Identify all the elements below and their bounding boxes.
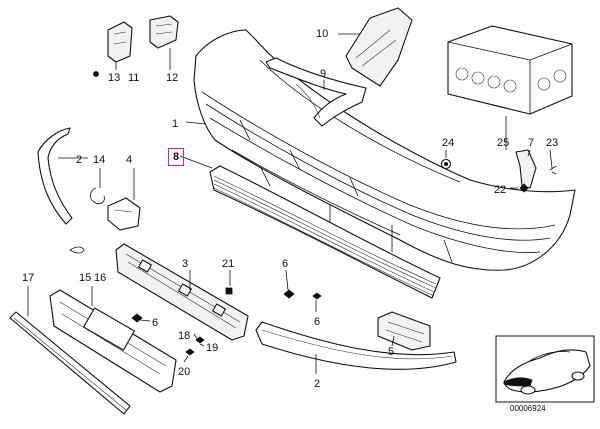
callout-18: 18 bbox=[178, 330, 191, 342]
trim-upper-left bbox=[37, 127, 73, 225]
clip-23 bbox=[549, 165, 557, 175]
callout-4: 4 bbox=[126, 154, 133, 166]
callout-17: 17 bbox=[22, 272, 35, 284]
callout-14: 14 bbox=[93, 154, 106, 166]
callout-22: 22 bbox=[494, 184, 507, 196]
callout-5: 5 bbox=[388, 346, 395, 358]
callout-7: 7 bbox=[528, 137, 535, 149]
clip-14 bbox=[90, 187, 105, 204]
callout-20: 20 bbox=[178, 366, 191, 378]
callout-6a: 6 bbox=[282, 258, 289, 270]
screw-6a bbox=[283, 289, 295, 299]
callout-16: 16 bbox=[94, 272, 107, 284]
parts-box bbox=[447, 25, 573, 115]
callout-25: 25 bbox=[497, 137, 510, 149]
bracket-11 bbox=[107, 21, 133, 63]
callout-21: 21 bbox=[222, 258, 235, 270]
diagram-number: 00006924 bbox=[510, 404, 546, 413]
callout-13: 13 bbox=[108, 72, 121, 84]
callout-23: 23 bbox=[546, 137, 559, 149]
duct-frame bbox=[265, 57, 367, 127]
callout-19: 19 bbox=[206, 342, 219, 354]
trim-lower bbox=[255, 321, 457, 370]
leader-lines bbox=[27, 33, 553, 374]
callout-10: 10 bbox=[316, 28, 329, 40]
callout-1: 1 bbox=[172, 118, 179, 130]
callout-8: 8 bbox=[168, 148, 185, 166]
clip-21 bbox=[225, 287, 233, 295]
screw-6b bbox=[131, 313, 143, 323]
bracket-12 bbox=[149, 15, 179, 49]
fog-cover bbox=[377, 311, 431, 351]
callout-2a: 2 bbox=[76, 154, 83, 166]
screw-20 bbox=[185, 348, 195, 356]
screw-6c bbox=[312, 292, 322, 300]
grille-strip bbox=[209, 165, 441, 299]
clip-13 bbox=[93, 71, 99, 77]
callout-9: 9 bbox=[320, 68, 327, 80]
bracket-7 bbox=[515, 149, 537, 189]
car-thumbnail bbox=[495, 335, 595, 403]
callout-6c: 6 bbox=[314, 316, 321, 328]
side-bracket bbox=[107, 197, 141, 231]
cable-tie bbox=[69, 246, 85, 254]
screw-22 bbox=[519, 183, 529, 193]
air-duct bbox=[345, 7, 413, 87]
callout-3: 3 bbox=[182, 258, 189, 270]
callout-6b: 6 bbox=[152, 317, 159, 329]
callout-11: 11 bbox=[128, 72, 140, 84]
callout-15: 15 bbox=[79, 272, 92, 284]
callout-2b: 2 bbox=[314, 378, 321, 390]
callout-24: 24 bbox=[442, 137, 455, 149]
screw-18 bbox=[195, 336, 205, 344]
callout-12: 12 bbox=[166, 72, 179, 84]
